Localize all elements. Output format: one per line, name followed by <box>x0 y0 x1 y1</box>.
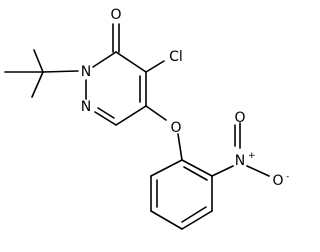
bond-ar4-ar5 <box>150 210 183 230</box>
bond-tbu-c-to-methyl-top <box>33 49 44 73</box>
chlorine-label: Cl <box>169 49 183 65</box>
nitro-oxygen-top-label: O <box>234 110 245 126</box>
nitro-positive-charge: + <box>248 151 256 161</box>
bond-c5-c6 <box>115 105 147 126</box>
ring-nitrogen-1-label: N <box>81 64 91 80</box>
chemical-structure: O Cl N N O N + O O - <box>4 7 289 230</box>
bond-c3-c4 <box>115 51 147 73</box>
bond-c5-o-ether <box>145 105 167 121</box>
bond-tbu-c-to-methyl-bottom <box>31 71 44 98</box>
bond-ar1-ar2 <box>181 159 213 177</box>
nitro-group <box>211 122 270 177</box>
ether-oxygen-label: O <box>170 120 181 136</box>
bond-c4-cl <box>145 60 165 73</box>
bond-ar3-ar4 <box>181 210 213 230</box>
carbonyl-group <box>112 23 120 53</box>
bond-ar1-ar2-double <box>183 166 208 181</box>
bond-ar3-ar4-double <box>181 206 207 223</box>
bond-tbu-c-to-n1 <box>42 70 79 73</box>
bond-o-ether-aryl <box>177 133 183 161</box>
benzene-ring <box>150 159 213 230</box>
bond-c6-n2-double <box>97 107 115 119</box>
bond-ar6-ar1 <box>150 159 183 177</box>
nitro-negative-charge: - <box>286 172 289 182</box>
pyridazinone-ring <box>85 51 147 126</box>
carbonyl-oxygen-label: O <box>110 7 121 23</box>
ring-nitrogen-2-label: N <box>81 99 91 115</box>
bond-ar2-n-nitro <box>211 165 234 177</box>
bond-n-o-nitro-right <box>246 165 270 177</box>
tert-butyl-group <box>4 49 79 98</box>
bond-c6-n2 <box>94 111 117 126</box>
nitro-oxygen-right-label: O <box>272 173 283 189</box>
nitro-nitrogen-label: N <box>235 153 245 169</box>
bond-n1-c3 <box>92 51 117 68</box>
